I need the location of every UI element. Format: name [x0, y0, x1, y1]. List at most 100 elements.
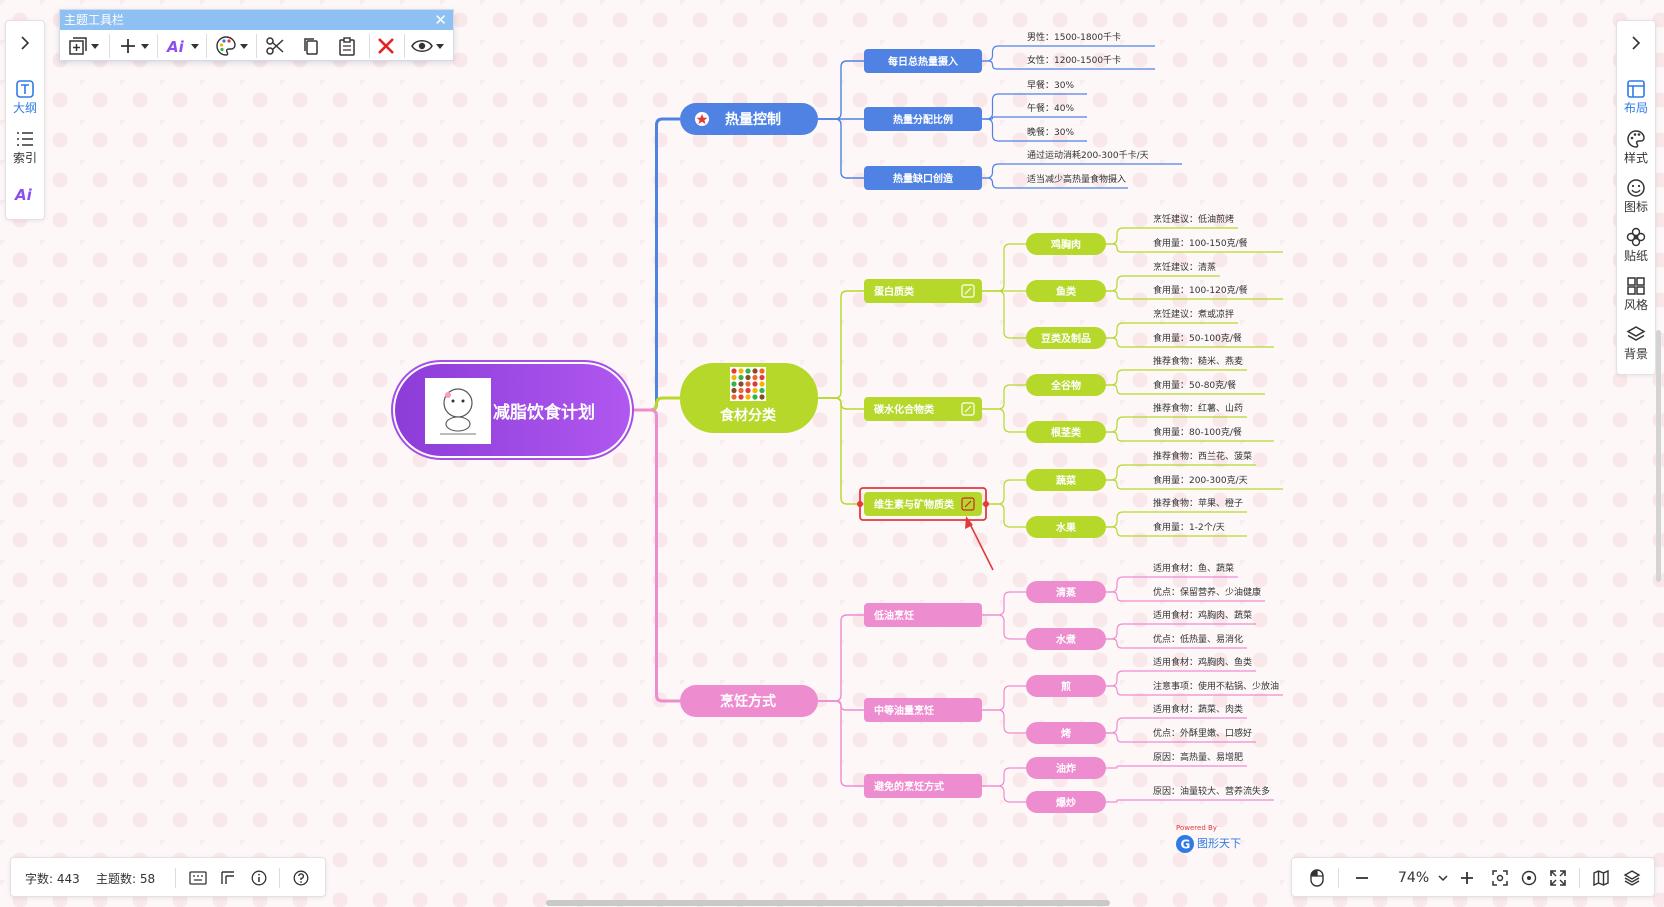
sidebar-item-style[interactable]: 样式 — [1617, 129, 1655, 166]
vertical-scrollbar[interactable] — [1656, 330, 1661, 582]
detail-topic[interactable]: 爆炒 — [1026, 791, 1106, 813]
detail-topic[interactable]: 豆类及制品 — [1026, 327, 1106, 349]
leaf-topic[interactable]: 烹饪建议：低油煎烤 — [1128, 213, 1238, 229]
sidebar-item-outline[interactable]: 大纲 — [6, 79, 44, 116]
cut-button[interactable] — [265, 34, 285, 58]
layers-button[interactable] — [1623, 858, 1641, 898]
detail-topic[interactable]: 煎 — [1026, 675, 1106, 697]
leaf-topic[interactable]: 食用量：50-80克/餐 — [1128, 379, 1265, 395]
subtopic[interactable]: 碳水化合物类 — [864, 397, 982, 421]
detail-topic[interactable]: 水果 — [1026, 516, 1106, 538]
fit-screen-button[interactable] — [1491, 858, 1509, 898]
sidebar-item-theme[interactable]: 风格 — [1617, 276, 1655, 313]
leaf-topic[interactable]: 女性：1200-1500千卡 — [1003, 54, 1155, 70]
leaf-topic[interactable]: 优点：低热量、易消化 — [1128, 633, 1247, 649]
center-button[interactable] — [1520, 858, 1538, 898]
leaf-topic[interactable]: 食用量：80-100克/餐 — [1128, 426, 1274, 442]
detail-topic[interactable]: 清蒸 — [1026, 581, 1106, 603]
subtopic[interactable]: 低油烹饪 — [864, 603, 982, 627]
leaf-topic[interactable]: 烹饪建议：清蒸 — [1128, 261, 1220, 277]
pan-button[interactable] — [1309, 858, 1325, 898]
leaf-topic[interactable]: 食用量：200-300克/天 — [1128, 474, 1283, 490]
insert-topic-button[interactable] — [68, 34, 99, 58]
leaf-topic[interactable]: 推荐食物：西兰花、菠菜 — [1128, 450, 1256, 466]
sidebar-item-icons[interactable]: 图标 — [1617, 178, 1655, 215]
leaf-topic[interactable]: 男性：1500-1800千卡 — [1003, 31, 1155, 47]
detail-topic[interactable]: 鸡胸肉 — [1026, 233, 1106, 255]
leaf-topic[interactable]: 早餐：30% — [1003, 79, 1087, 95]
leaf-topic[interactable]: 食用量：1-2个/天 — [1128, 521, 1247, 537]
horizontal-scrollbar[interactable] — [546, 900, 1110, 906]
style-button[interactable] — [215, 34, 248, 58]
ai-button[interactable]: Ai — [166, 34, 199, 58]
help-button[interactable] — [293, 858, 309, 898]
zoom-out-button[interactable] — [1354, 858, 1370, 898]
sidebar-item-layout[interactable]: 布局 — [1617, 79, 1655, 116]
connector-line — [633, 408, 680, 703]
leaf-topic[interactable]: 优点：外酥里嫩、口感好 — [1128, 727, 1256, 743]
subtopic[interactable]: 维生素与矿物质类 — [857, 487, 989, 521]
detail-topic[interactable]: 全谷物 — [1026, 374, 1106, 396]
subtopic[interactable]: 热量缺口创造 — [864, 166, 982, 190]
leaf-topic[interactable]: 推荐食物：糙米、燕麦 — [1128, 355, 1247, 371]
detail-topic[interactable]: 烤 — [1026, 722, 1106, 744]
minimap-button[interactable] — [1592, 858, 1610, 898]
branch-topic[interactable]: 食材分类 — [680, 363, 818, 433]
subtopic[interactable]: 热量分配比例 — [864, 107, 982, 131]
leaf-topic[interactable]: 推荐食物：苹果、橙子 — [1128, 497, 1247, 513]
sidebar-item-ai[interactable]: Ai — [6, 185, 44, 203]
leaf-topic[interactable]: 适用食材：鸡胸肉、蔬菜 — [1128, 609, 1256, 625]
leaf-topic[interactable]: 食用量：100-120克/餐 — [1128, 284, 1283, 300]
info-button[interactable] — [251, 858, 267, 898]
leaf-topic[interactable]: 原因：油量较大、营养流失多 — [1128, 785, 1274, 801]
add-button[interactable] — [118, 34, 149, 58]
subtopic[interactable]: 中等油量烹饪 — [864, 698, 982, 722]
sidebar-item-stickers[interactable]: 贴纸 — [1617, 227, 1655, 264]
zoom-in-button[interactable] — [1459, 858, 1475, 898]
leaf-topic[interactable]: 晚餐：30% — [1003, 126, 1087, 142]
expand-right-button[interactable] — [1617, 35, 1655, 51]
root-topic[interactable]: 减脂饮食计划 — [391, 360, 634, 460]
leaf-topic[interactable]: 食用量：50-100克/餐 — [1128, 332, 1274, 348]
sidebar-item-index[interactable]: 索引 — [6, 129, 44, 166]
copy-button[interactable] — [301, 34, 321, 58]
leaf-topic[interactable]: 原因：高热量、易增肥 — [1128, 751, 1247, 767]
leaf-topic[interactable]: 推荐食物：红薯、山药 — [1128, 402, 1247, 418]
detail-topic[interactable]: 油炸 — [1026, 757, 1106, 779]
leaf-topic[interactable]: 适当减少高热量食物摄入 — [1003, 173, 1128, 189]
edit-note-icon[interactable] — [961, 284, 975, 298]
keyboard-button[interactable] — [189, 858, 207, 898]
leaf-topic[interactable]: 午餐：40% — [1003, 102, 1087, 118]
leaf-topic[interactable]: 适用食材：蔬菜、肉类 — [1128, 703, 1247, 719]
connector-line — [1106, 384, 1128, 395]
leaf-topic[interactable]: 烹饪建议：煮或凉拌 — [1128, 308, 1238, 324]
subtopic[interactable]: 蛋白质类 — [864, 279, 982, 303]
detail-topic[interactable]: 鱼类 — [1026, 280, 1106, 302]
expand-left-button[interactable] — [6, 35, 44, 51]
leaf-topic[interactable]: 食用量：100-150克/餐 — [1128, 237, 1283, 253]
detail-topic[interactable]: 根茎类 — [1026, 421, 1106, 443]
branch-topic[interactable]: 烹饪方式 — [680, 685, 818, 717]
detail-topic[interactable]: 水煮 — [1026, 628, 1106, 650]
leaf-topic[interactable]: 适用食材：鸡胸肉、鱼类 — [1128, 656, 1256, 672]
leaf-topic[interactable]: 优点：保留营养、少油健康 — [1128, 586, 1265, 602]
topic-toolbar-header[interactable]: 主题工具栏 ✕ — [60, 10, 453, 30]
fullscreen-button[interactable] — [1549, 858, 1567, 898]
view-button[interactable] — [411, 34, 444, 58]
structure-button[interactable] — [220, 858, 236, 898]
leaf-topic[interactable]: 适用食材：鱼、蔬菜 — [1128, 562, 1238, 578]
subtopic[interactable]: 避免的烹饪方式 — [864, 774, 982, 798]
paste-button[interactable] — [337, 34, 357, 58]
leaf-topic[interactable]: 注意事项：使用不粘锅、少放油 — [1128, 680, 1283, 696]
leaf-topic[interactable]: 通过运动消耗200-300千卡/天 — [1003, 149, 1182, 165]
branch-topic[interactable]: 热量控制 — [680, 103, 818, 135]
delete-button[interactable] — [376, 34, 396, 58]
zoom-level-select[interactable]: 74% — [1398, 858, 1449, 898]
sidebar-item-background[interactable]: 背景 — [1617, 325, 1655, 362]
subtopic[interactable]: 每日总热量摄入 — [864, 49, 982, 73]
detail-topic[interactable]: 蔬菜 — [1026, 469, 1106, 491]
close-icon[interactable]: ✕ — [434, 11, 447, 29]
attachment-link-icon[interactable] — [961, 402, 975, 416]
attachment-link-icon[interactable] — [961, 497, 975, 511]
